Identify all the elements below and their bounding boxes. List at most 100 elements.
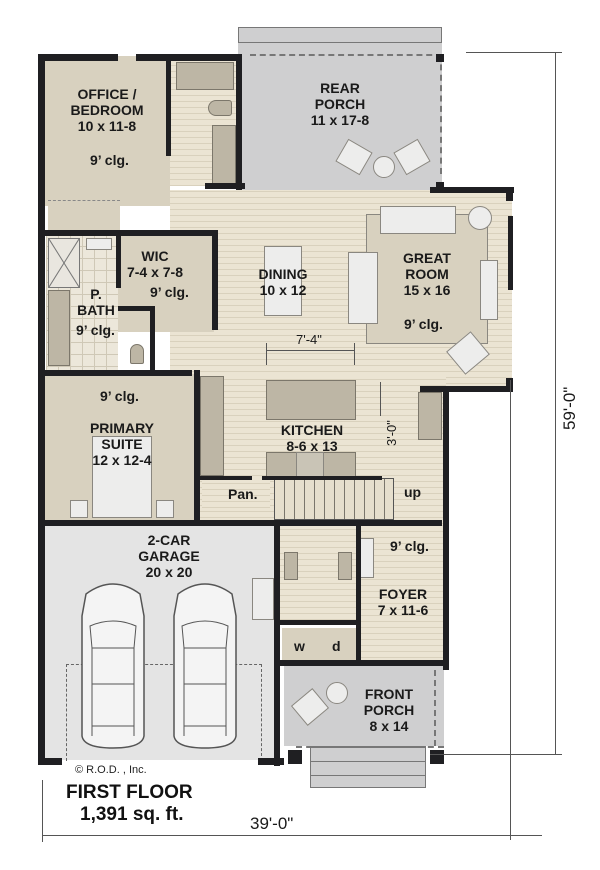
wall: [436, 54, 444, 62]
front-porch-label: FRONT PORCH 8 x 14: [363, 686, 415, 734]
island-dimension-tick-right: [354, 343, 355, 365]
floor-area: 1,391 sq. ft.: [80, 804, 184, 825]
aisle-dimension-label: 3'-0": [384, 420, 399, 446]
wall: [205, 183, 245, 189]
wall: [278, 660, 448, 666]
island-dimension-line: [266, 350, 354, 351]
stairs: [274, 478, 394, 520]
aisle-dimension-line: [380, 382, 381, 416]
primary-toilet: [130, 344, 144, 364]
wall: [194, 370, 200, 524]
wall: [116, 234, 121, 288]
laundry: [282, 628, 356, 662]
garage-label: 2-CAR GARAGE 20 x 20: [138, 532, 200, 580]
office-bedroom: [42, 56, 170, 206]
wall: [420, 386, 512, 392]
rear-porch-dashed-line-right: [440, 54, 442, 174]
kitchen-label: KITCHEN 8-6 x 13: [280, 422, 344, 454]
garage: [42, 524, 276, 760]
wall: [118, 306, 154, 311]
island-dimension-tick-left: [266, 343, 267, 365]
car-left-icon: [81, 583, 145, 749]
garage-steps: [252, 578, 274, 620]
rear-porch-dashed-line: [250, 54, 442, 56]
wall: [506, 187, 513, 201]
wall: [506, 378, 513, 392]
width-dimension-label: 39'-0": [250, 814, 294, 833]
copyright: © R.O.D. , Inc.: [75, 764, 147, 776]
wall: [236, 54, 242, 190]
nightstand-left: [70, 500, 88, 518]
washer-label: w: [294, 638, 305, 654]
bath-tub-counter: [86, 238, 112, 250]
mudroom-bench-right: [338, 552, 352, 580]
primary-bath-ceiling: 9’ clg.: [76, 322, 115, 338]
depth-dimension-bottom-ext: [430, 754, 562, 755]
dining-table: [264, 246, 302, 316]
fridge: [418, 392, 442, 440]
primary-suite-label: PRIMARY SUITE 12 x 12-4: [89, 420, 155, 468]
wall: [42, 520, 442, 526]
mudroom-bench-left: [284, 552, 298, 580]
foyer-ceiling: 9’ clg.: [390, 538, 429, 554]
width-dimension-line: [42, 835, 542, 836]
kitchen-island: [266, 380, 356, 420]
range: [296, 452, 324, 478]
wic-ceiling: 9’ clg.: [150, 284, 189, 300]
wall: [258, 758, 284, 765]
wall: [212, 230, 218, 330]
pantry: [202, 478, 270, 508]
foyer-label: FOYER 7 x 11-6: [377, 586, 429, 618]
wall: [166, 56, 171, 156]
wall: [136, 54, 240, 61]
wall: [42, 370, 192, 376]
wall: [262, 476, 382, 480]
front-porch-steps: [310, 746, 426, 788]
sofa-top: [380, 206, 456, 234]
stairs-up-label: up: [404, 484, 422, 500]
rear-porch-steps: [238, 27, 442, 43]
garage-door-line: [66, 664, 262, 761]
office-bedroom-label: OFFICE / BEDROOM 10 x 11-8: [70, 86, 144, 134]
bed: [92, 436, 152, 518]
wall: [443, 386, 449, 670]
shower: [48, 238, 80, 288]
wall: [430, 750, 444, 764]
depth-dimension-line: [555, 52, 556, 754]
width-dimension-right-ext: [510, 380, 511, 840]
wic-label: WIC 7-4 x 7-8: [126, 248, 184, 280]
great-room-rug: [366, 214, 488, 344]
wall: [150, 306, 155, 372]
foyer-bench: [360, 538, 374, 578]
rear-porch-table: [373, 156, 395, 178]
wall: [274, 520, 280, 766]
console-right: [480, 260, 498, 320]
vanity: [212, 125, 236, 185]
nightstand-right: [156, 500, 174, 518]
dryer-label: d: [332, 638, 341, 654]
wall: [38, 758, 62, 765]
great-room-label: GREAT ROOM 15 x 16: [403, 250, 451, 298]
wall: [38, 54, 118, 61]
car-right-icon: [173, 583, 237, 749]
sofa-left: [348, 252, 378, 324]
side-table-round: [468, 206, 492, 230]
front-porch-table: [326, 682, 348, 704]
wall: [42, 230, 218, 236]
bathtub: [176, 62, 234, 90]
island-dimension-label: 7'-4": [296, 332, 322, 347]
wic: [118, 234, 214, 332]
wall: [430, 187, 514, 193]
wall: [38, 54, 45, 764]
bath-vanity: [48, 290, 70, 366]
kitchen-counter-left: [200, 376, 224, 476]
toilet: [208, 100, 232, 116]
width-dimension-left-ext: [42, 780, 43, 842]
office-closet: [48, 200, 120, 230]
great-room-ceiling: 9’ clg.: [404, 316, 443, 332]
depth-dimension-label: 59'-0": [560, 386, 579, 430]
primary-bath-label: P. BATH: [77, 286, 115, 318]
primary-suite-ceiling: 9’ clg.: [100, 388, 139, 404]
front-porch-dashed-line-right: [434, 670, 436, 746]
